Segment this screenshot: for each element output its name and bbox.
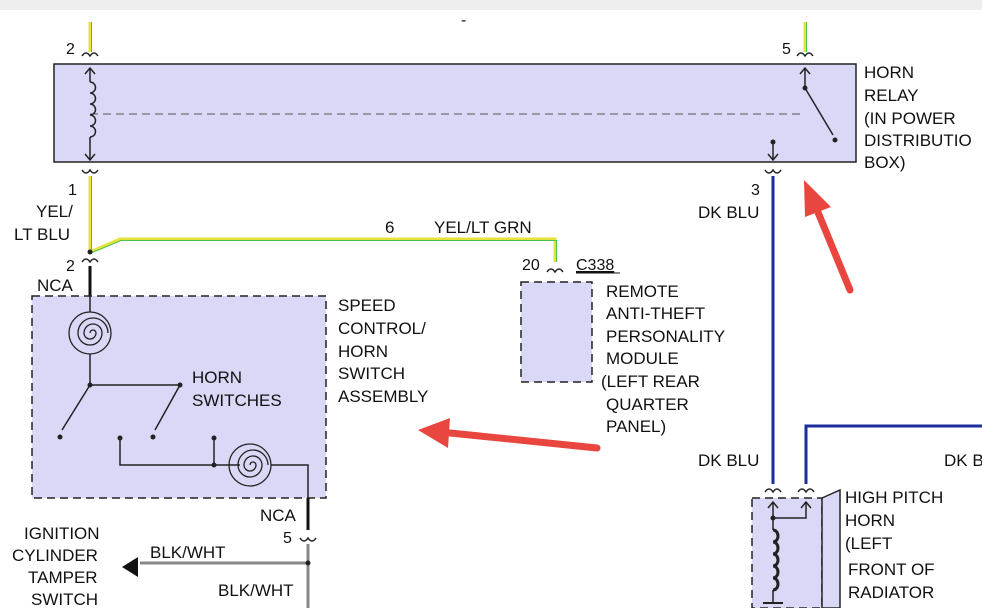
relay-title-line: DISTRIBUTIO xyxy=(864,131,972,150)
speed-control-pin-top: 2 xyxy=(66,258,75,275)
relay-title-line: RELAY xyxy=(864,86,919,105)
horn-switches-label: HORN xyxy=(192,368,242,387)
horn-title-line: (LEFT xyxy=(845,534,892,553)
module-connector-id: C338 xyxy=(576,257,614,274)
speed-control-label: SPEED CONTROL/ HORN SWITCH ASSEMBLY xyxy=(338,296,428,406)
horn-relay-label: HORN RELAY (IN POWER DISTRIBUTIO BOX) xyxy=(864,63,972,172)
horn-label: HIGH PITCH HORN (LEFT FRONT OF RADIATOR xyxy=(845,488,943,602)
relay-title-line: (IN POWER xyxy=(864,109,956,128)
top-mark: - xyxy=(461,12,466,29)
relay-pin-top-left: 2 xyxy=(66,41,75,58)
module-title-line: REMOTE xyxy=(606,282,679,301)
ignition-title-line: TAMPER xyxy=(28,568,98,587)
wire-top-left xyxy=(88,22,92,52)
wire-blk-wht xyxy=(122,544,311,608)
wire-label-blk-wht: BLK/WHT xyxy=(150,543,226,562)
horn-switches-label: SWITCHES xyxy=(192,391,282,410)
red-arrow-relay xyxy=(804,180,854,294)
speed-control-pin-bottom: 5 xyxy=(283,530,292,547)
nca-bottom-label: NCA xyxy=(260,506,297,525)
red-arrow-assembly xyxy=(418,418,601,452)
circuit-number: 6 xyxy=(385,218,394,237)
wire-label-dk-blu-partial: DK B xyxy=(944,451,982,470)
horn-title-line: HIGH PITCH xyxy=(845,488,943,507)
horn-title-line: HORN xyxy=(845,511,895,530)
module-title-line: ANTI-THEFT xyxy=(606,304,705,323)
horn-title-line: RADIATOR xyxy=(848,583,934,602)
remote-anti-theft-module xyxy=(520,281,593,383)
module-title-line: MODULE xyxy=(606,349,679,368)
module-title-line: QUARTER xyxy=(606,395,689,414)
relay-title-line: HORN xyxy=(864,63,914,82)
speed-control-title-line: SWITCH xyxy=(338,364,405,383)
module-title-line: (LEFT REAR xyxy=(601,372,700,391)
wire-dk-blu xyxy=(771,176,982,484)
speed-control-connector-top xyxy=(81,258,99,264)
module-pin: 20 xyxy=(522,257,540,274)
horn-title-line: FRONT OF xyxy=(848,560,935,579)
wire-label-dk-blu: DK BLU xyxy=(698,451,759,470)
wire-label-lt-blu: LT BLU xyxy=(14,225,70,244)
wire-label-dk-blu: DK BLU xyxy=(698,203,759,222)
ignition-label: IGNITION CYLINDER TAMPER SWITCH xyxy=(12,524,100,608)
wire-yel-lt-blu xyxy=(88,176,92,252)
speed-control-title-line: HORN xyxy=(338,342,388,361)
ignition-title-line: SWITCH xyxy=(31,590,98,608)
speed-control-title-line: SPEED xyxy=(338,296,396,315)
module-title-line: PANEL) xyxy=(606,417,666,436)
module-connector xyxy=(546,268,564,274)
relay-title-line: BOX) xyxy=(864,153,906,172)
wire-yel-lt-grn xyxy=(87,237,557,262)
relay-pin-top-right: 5 xyxy=(782,41,791,58)
top-edge xyxy=(0,0,982,10)
speed-control-title-line: ASSEMBLY xyxy=(338,387,428,406)
relay-pin-bottom-left: 1 xyxy=(68,182,77,199)
speed-control-connector-bottom xyxy=(299,536,317,542)
relay-connectors xyxy=(81,52,814,174)
wire-label-yel-lt-grn: YEL/LT GRN xyxy=(434,218,532,237)
horn-relay xyxy=(53,63,857,163)
module-label: REMOTE ANTI-THEFT PERSONALITY MODULE (LE… xyxy=(601,282,725,436)
ignition-title-line: IGNITION xyxy=(24,524,100,543)
ignition-title-line: CYLINDER xyxy=(12,546,98,565)
relay-pin-bottom-right: 3 xyxy=(751,182,760,199)
wire-label-yel: YEL/ xyxy=(36,202,73,221)
module-title-line: PERSONALITY xyxy=(606,327,725,346)
speed-control-title-line: CONTROL/ xyxy=(338,319,426,338)
nca-top-label: NCA xyxy=(37,276,74,295)
wire-top-right xyxy=(803,22,807,52)
speed-control-assembly xyxy=(31,295,327,499)
wire-label-blk-wht: BLK/WHT xyxy=(218,581,294,600)
high-pitch-horn xyxy=(751,488,841,608)
